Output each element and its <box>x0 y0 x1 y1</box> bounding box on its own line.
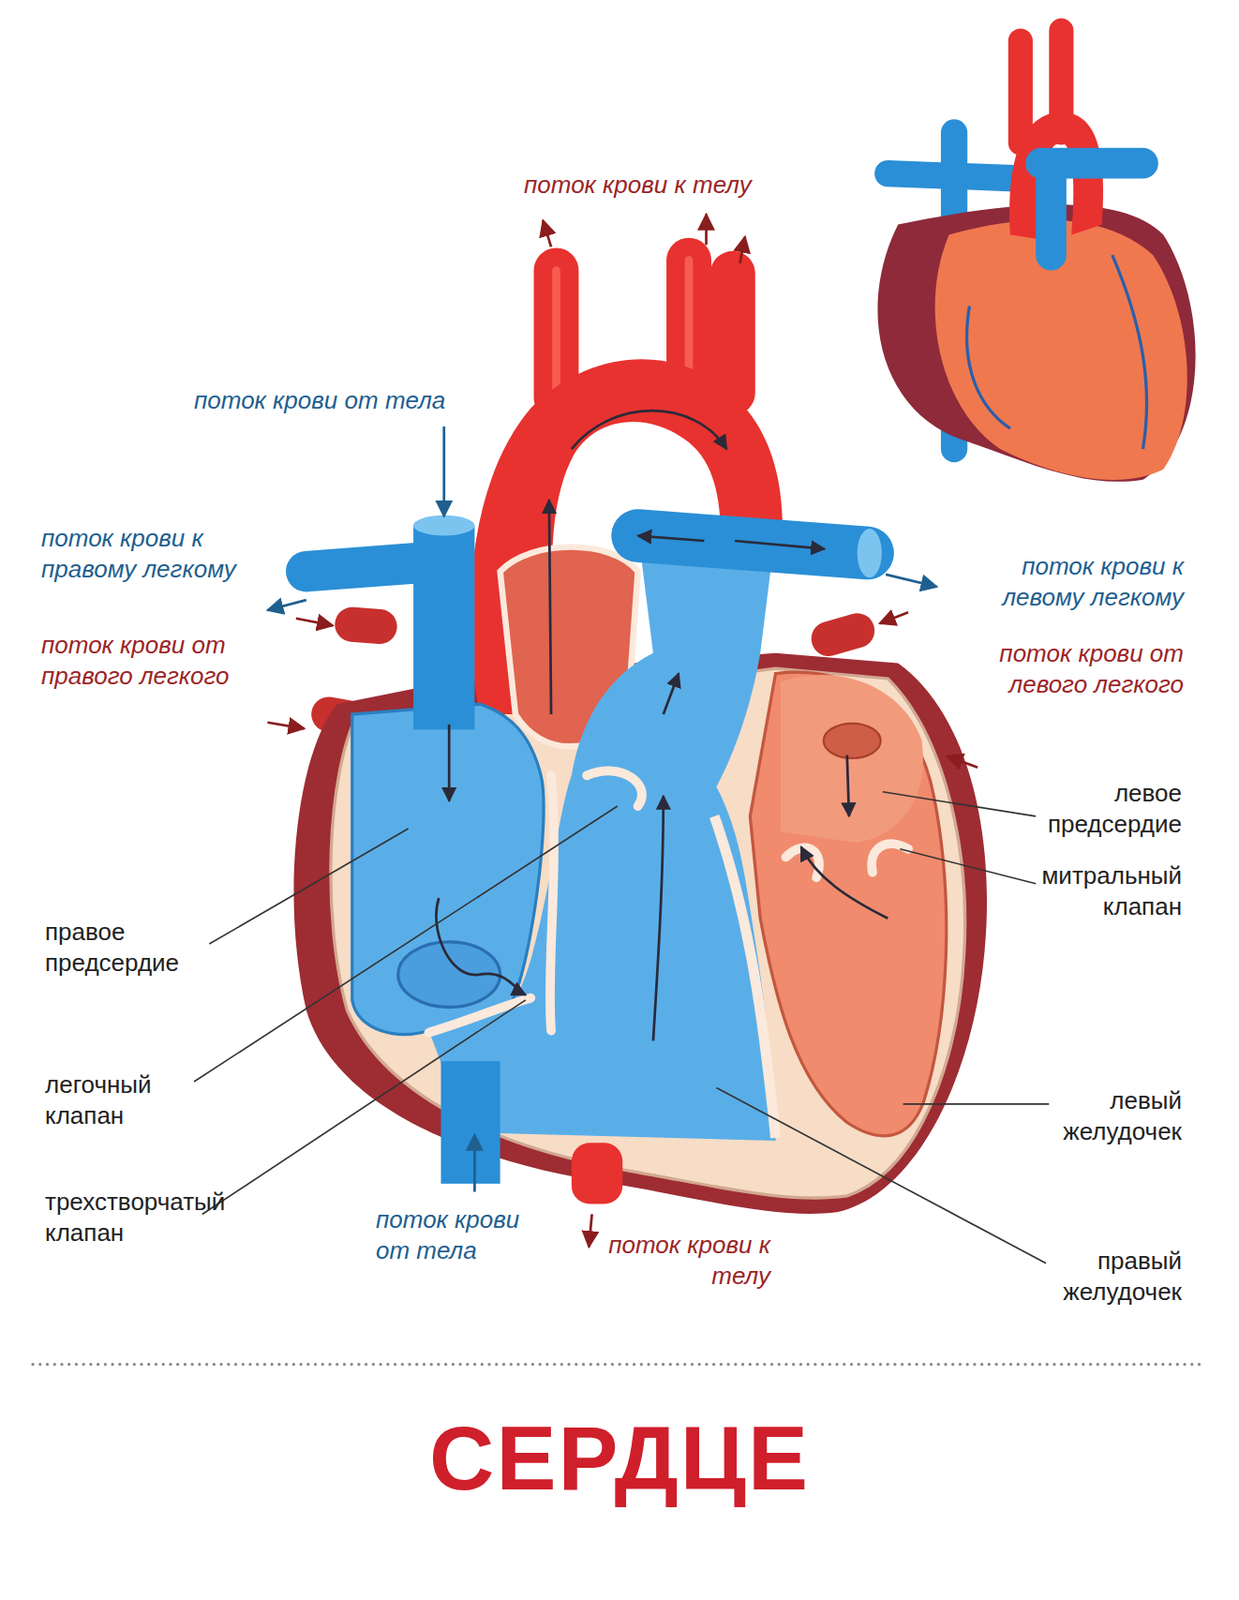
part-label: легочный клапан <box>44 1069 205 1131</box>
part-label: митральный клапан <box>1022 860 1182 922</box>
part-label: правое предсердие <box>44 916 205 978</box>
septum <box>714 816 776 1138</box>
flow-arrows <box>435 410 888 1041</box>
pulmonary-vein-opening <box>823 723 881 759</box>
superior-vena-cava <box>413 525 475 731</box>
left-ventricle <box>749 671 946 1136</box>
small-pulmonary-artery <box>1041 163 1144 255</box>
page-title: СЕРДЦЕ <box>0 1406 1239 1510</box>
part-label: левый желудочек <box>1022 1085 1182 1147</box>
inferior-vena-cava <box>440 1060 500 1184</box>
flow-label: поток крови к левому легкому <box>940 551 1184 613</box>
flow-label: поток крови к правому легкому <box>41 522 285 584</box>
small-heart-vessels <box>967 254 1148 449</box>
left-pulmonary-artery <box>638 536 868 554</box>
right-atrium <box>352 703 544 1034</box>
flow-label: поток крови от левого легкого <box>940 638 1184 700</box>
left-atrium <box>780 674 924 843</box>
flow-label: поток крови к телу <box>601 1229 771 1291</box>
leader-lines <box>194 791 1049 1264</box>
vessel-end <box>857 528 882 578</box>
divider-dots <box>32 1362 1207 1366</box>
small-heart <box>877 30 1195 482</box>
right-pulmonary-artery <box>306 563 414 572</box>
pulmonary-valve <box>550 770 642 1031</box>
flow-label: поток крови к телу <box>523 169 806 201</box>
mitral-valve <box>785 843 909 878</box>
small-pulmonary-branch <box>887 173 1021 179</box>
descending-aorta <box>571 1142 623 1204</box>
part-label: правый желудочек <box>1022 1245 1182 1307</box>
flow-label: поток крови от правого легкого <box>41 629 285 691</box>
flow-pointers <box>267 214 978 1248</box>
vessel-end <box>413 515 475 537</box>
tricuspid-valve <box>428 998 531 1033</box>
part-label: трехстворчатый клапан <box>44 1186 270 1248</box>
pulmonary-trunk <box>571 530 777 807</box>
flow-label: поток крови от тела <box>375 1204 545 1266</box>
flow-label: поток крови от тела <box>194 385 476 417</box>
part-label: левое предсердие <box>1022 777 1182 839</box>
